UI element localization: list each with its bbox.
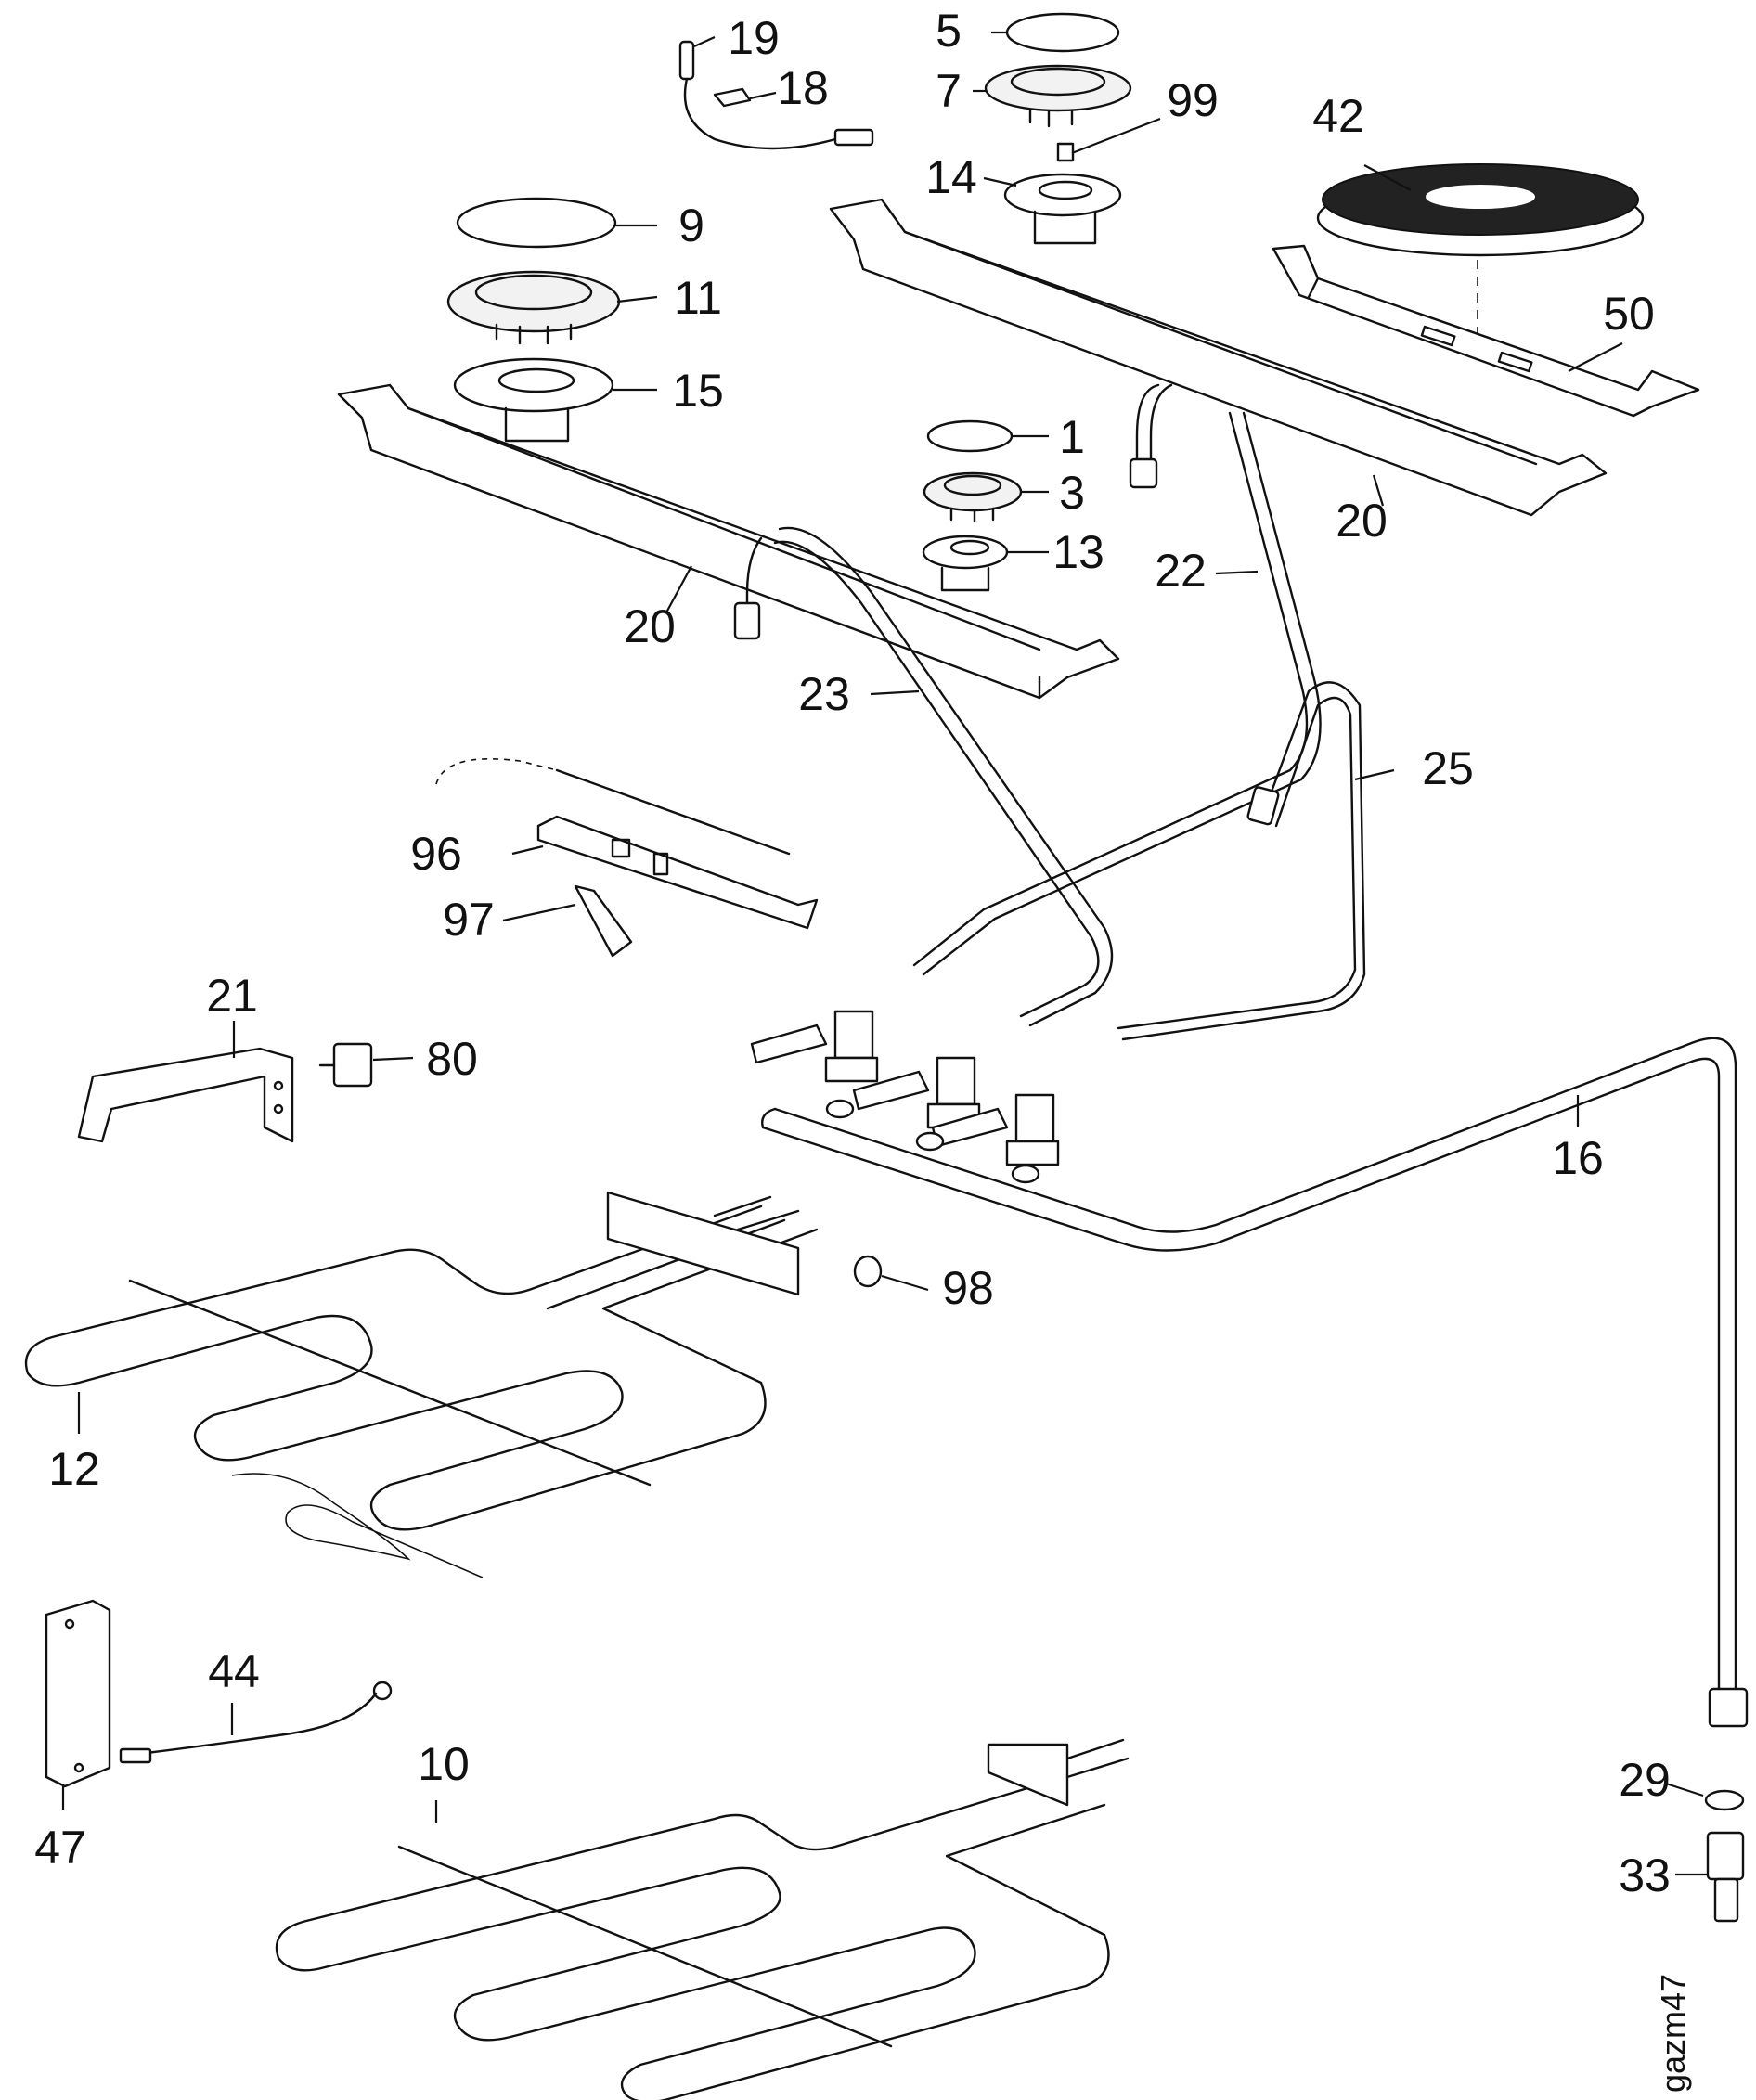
signature-scribble <box>231 1473 484 1578</box>
grill-heating-element <box>24 1191 819 1531</box>
switch-part <box>318 1042 373 1088</box>
gas-pipes <box>733 383 1366 1041</box>
label-50: 50 <box>1603 288 1655 340</box>
label-42: 42 <box>1312 90 1364 142</box>
thermocouple-part <box>678 40 874 150</box>
label-19: 19 <box>728 12 780 64</box>
label-12: 12 <box>48 1443 100 1495</box>
label-16: 16 <box>1552 1132 1604 1184</box>
label-10: 10 <box>418 1738 470 1790</box>
label-3: 3 <box>1059 467 1085 519</box>
gas-taps <box>750 1010 1060 1184</box>
label-25: 25 <box>1422 742 1474 794</box>
label-21: 21 <box>206 970 258 1022</box>
main-gas-tube <box>761 1037 1749 1728</box>
support-bracket <box>77 1047 294 1143</box>
electric-hotplate-assembly <box>1272 163 1700 418</box>
burner-rail-left <box>337 383 1120 700</box>
label-5: 5 <box>936 5 962 57</box>
label-98: 98 <box>942 1262 994 1314</box>
small-burner-assembly-right <box>984 12 1132 245</box>
label-15: 15 <box>672 365 724 417</box>
label-47: 47 <box>34 1822 86 1874</box>
burner-rail-right <box>829 198 1608 517</box>
leader-lines <box>61 31 1708 1876</box>
sealing-washer <box>1704 1789 1745 1811</box>
label-99: 99 <box>1167 74 1219 126</box>
label-22: 22 <box>1155 545 1207 597</box>
large-burner-assembly-left <box>446 197 621 443</box>
diagram-code: gazm47 <box>1654 1974 1692 2093</box>
label-33: 33 <box>1619 1849 1671 1901</box>
label-23: 23 <box>798 668 850 720</box>
label-14: 14 <box>925 151 977 203</box>
label-13: 13 <box>1052 526 1104 578</box>
label-18: 18 <box>777 62 829 114</box>
part-labels: 19 18 5 7 99 14 42 50 9 11 15 1 3 13 20 … <box>34 5 1692 2093</box>
nozzle-connector <box>1706 1831 1745 1923</box>
label-97: 97 <box>443 894 495 946</box>
washer-part <box>853 1255 883 1288</box>
medium-burner-assembly <box>922 419 1023 592</box>
oven-heating-element <box>275 1738 1130 2100</box>
label-7: 7 <box>936 65 962 117</box>
label-44: 44 <box>208 1645 260 1697</box>
earth-lead <box>119 1681 393 1764</box>
label-11: 11 <box>674 272 722 324</box>
label-20-right: 20 <box>1336 495 1388 547</box>
label-29: 29 <box>1619 1754 1671 1806</box>
label-80: 80 <box>426 1033 478 1085</box>
ignition-bracket <box>435 758 819 958</box>
label-1: 1 <box>1059 411 1085 463</box>
label-9: 9 <box>678 200 704 251</box>
terminal-block <box>45 1599 111 1788</box>
label-20-left: 20 <box>624 600 676 652</box>
label-96: 96 <box>410 828 462 880</box>
